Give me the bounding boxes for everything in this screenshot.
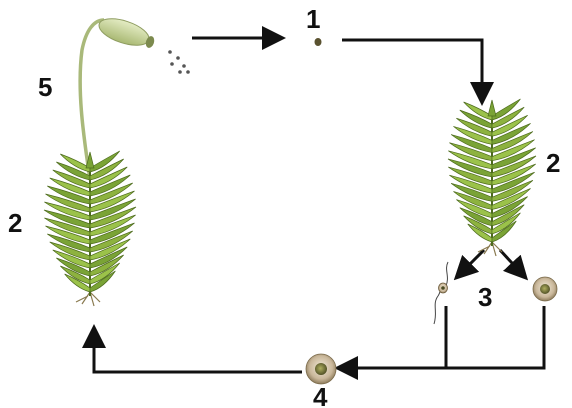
moss-gametophyte-right-icon [448,99,536,256]
zygote-icon [306,354,336,384]
stage-number-gametophyte-right: 2 [546,150,560,176]
stage-number-spore: 1 [306,6,320,32]
stage-number-gametophyte-left: 2 [8,210,22,236]
stage-number-zygote: 4 [313,384,327,408]
spore-icon [315,38,322,46]
stage-number-sporophyte: 5 [38,74,52,100]
sporophyte-capsule-icon [80,14,156,180]
egg-cell-icon [533,277,557,301]
arrow-spore-to-gametophyte [342,40,482,100]
moss-gametophyte-left-icon [44,151,136,306]
arrow-to-egg [500,250,524,276]
arrow-zygote-to-gametophyte [94,330,302,372]
released-spores-icon [168,50,190,74]
stage-number-gametes: 3 [478,284,492,310]
arrow-egg-to-zygote [340,306,544,368]
arrow-to-sperm [458,250,484,276]
